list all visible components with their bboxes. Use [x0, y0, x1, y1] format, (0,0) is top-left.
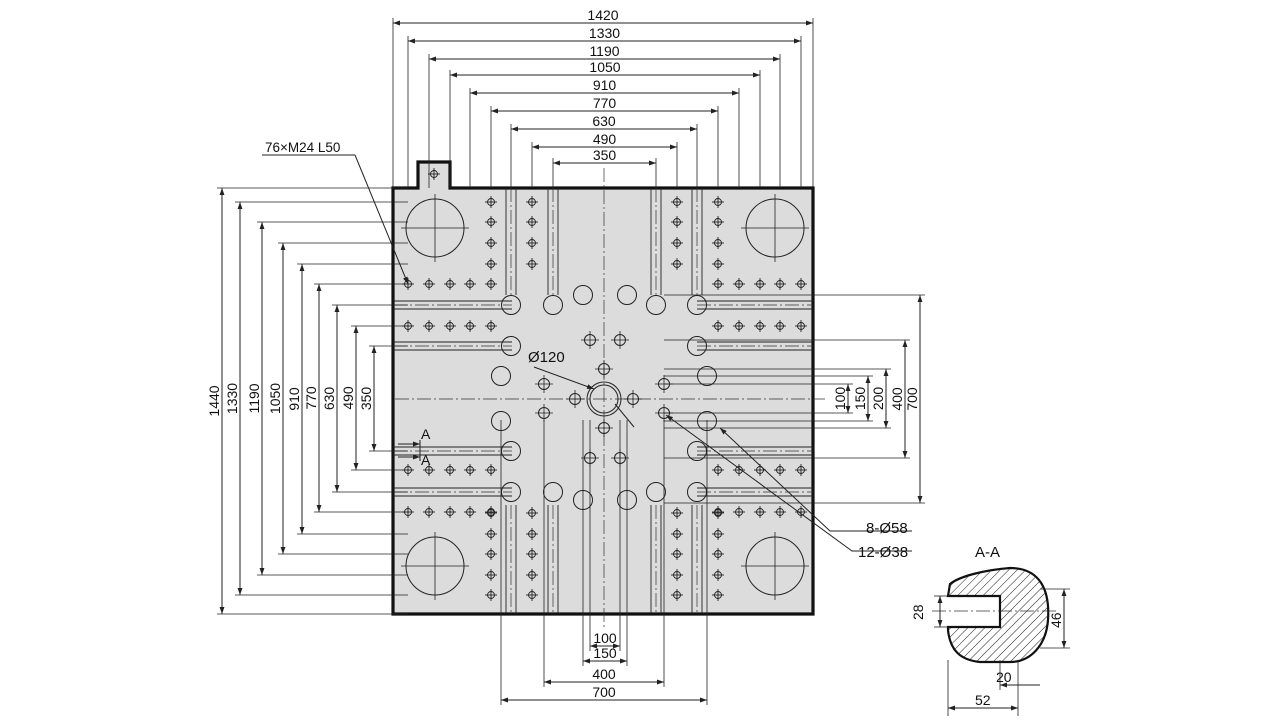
ejector-hole	[646, 482, 666, 502]
left-dimension-label: 910	[286, 387, 302, 411]
top-dimension-label: 490	[593, 131, 617, 147]
left-dimension-label: 1050	[267, 383, 283, 414]
ejector-hole	[617, 285, 637, 305]
right-dimension-label: 200	[870, 387, 886, 411]
section-marker-top: A	[421, 426, 431, 442]
left-dimension-label: 1440	[206, 385, 222, 416]
ejector-hole	[543, 295, 563, 315]
left-dimension-label: 770	[303, 386, 319, 410]
top-dimension-label: 630	[592, 113, 616, 129]
top-dimension-label: 1420	[587, 7, 618, 23]
t-slots	[393, 188, 813, 614]
right-dimension-label: 100	[832, 387, 848, 411]
left-dimension-label: 630	[321, 387, 337, 411]
top-dimension-label: 1190	[589, 43, 619, 59]
ejector-hole	[687, 482, 707, 502]
left-dimension-label: 1190	[246, 383, 262, 413]
ejector-hole	[646, 295, 666, 315]
holes38-label: 12-Ø38	[858, 544, 908, 561]
center-bore	[586, 381, 622, 417]
ejector-hole	[491, 366, 511, 386]
right-dimension-label: 400	[889, 387, 905, 411]
section-dim-52: 52	[975, 692, 991, 708]
extension-lines	[217, 18, 925, 705]
section-marker-bottom: A	[421, 452, 431, 468]
top-dimension-label: 350	[593, 147, 617, 163]
top-dimension-label: 770	[593, 95, 617, 111]
tapped-holes-label: 76×M24 L50	[265, 140, 340, 155]
bore-leader-2	[614, 403, 635, 428]
section-dim-20: 20	[996, 669, 1012, 685]
bottom-dimension-label: 700	[592, 684, 616, 700]
ejector-hole	[687, 441, 707, 461]
center-bore-inner	[589, 384, 619, 414]
tapped-holes-leader	[354, 154, 409, 285]
center-bore-label: Ø120	[528, 349, 565, 366]
section-title: A-A	[975, 544, 1000, 561]
top-dimension-label: 1330	[589, 25, 620, 41]
dimension-lines	[219, 20, 923, 703]
ejector-hole	[687, 295, 707, 315]
centerlines	[395, 168, 825, 628]
top-dimension-label: 910	[593, 77, 617, 93]
bore-leader	[533, 366, 595, 390]
section-dim-46: 46	[1048, 612, 1064, 628]
left-dimension-label: 1330	[224, 383, 240, 414]
ejector-hole	[687, 336, 707, 356]
holes58-label: 8-Ø58	[866, 520, 908, 537]
ejector-hole	[501, 295, 521, 315]
right-dimension-label: 150	[852, 387, 868, 411]
left-dimension-label: 490	[340, 386, 356, 410]
ejector-hole	[543, 482, 563, 502]
right-dimension-label: 700	[904, 387, 920, 411]
left-dimension-label: 350	[358, 387, 374, 411]
ejector-hole	[501, 441, 521, 461]
bottom-dimension-label: 150	[593, 645, 617, 661]
top-dimension-label: 1050	[589, 59, 620, 75]
holes38-leader	[665, 414, 862, 552]
ejector-hole	[501, 336, 521, 356]
bottom-dimension-label: 400	[592, 666, 616, 682]
holes58-leader	[719, 427, 862, 532]
section-dim-28: 28	[910, 604, 926, 620]
section-marker	[398, 440, 421, 461]
bottom-dimension-label: 100	[593, 630, 617, 646]
ejector-hole	[501, 482, 521, 502]
section-profile	[946, 566, 1050, 664]
ejector-hole	[573, 285, 593, 305]
section-view: A-A 28 46 20 52	[910, 544, 1070, 716]
